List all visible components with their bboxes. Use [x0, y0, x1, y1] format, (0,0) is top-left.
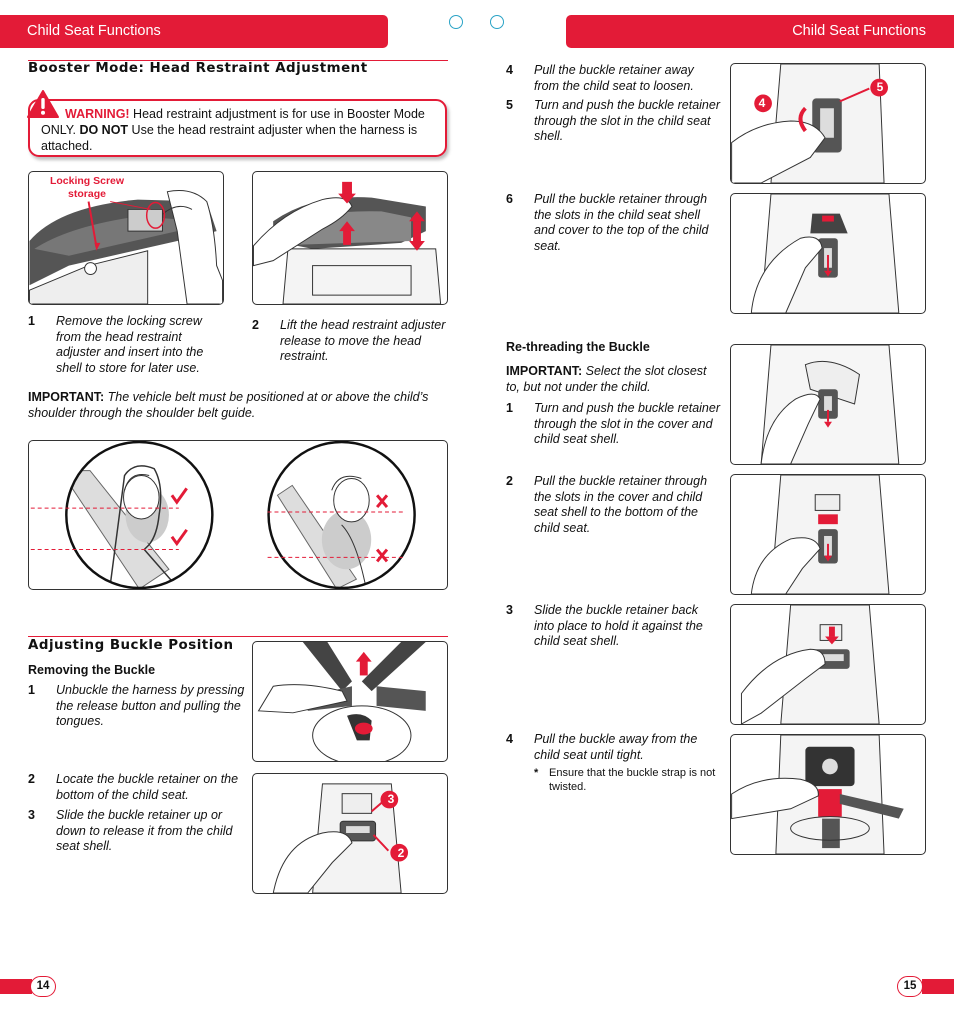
- important-belt-note: IMPORTANT: The vehicle belt must be posi…: [28, 390, 429, 420]
- warning-label: WARNING!: [65, 107, 130, 121]
- buckle-retainer-illustration: [272, 783, 409, 893]
- warning-emphasis: DO NOT: [79, 123, 129, 137]
- locking-screw-callout: Locking Screw storage: [49, 175, 125, 200]
- callout-4: 4: [758, 96, 766, 110]
- belt-position-illustration: [30, 441, 416, 589]
- header-banner-right: Child Seat Functions: [566, 15, 954, 48]
- section-rule: [28, 60, 448, 61]
- figure-pull-through-top: [730, 193, 926, 314]
- head-restraint-illustration: [253, 181, 442, 304]
- subheading-removing-buckle: Removing the Buckle: [28, 663, 156, 677]
- section-title-head-restraint: Booster Mode: Head Restraint Adjustment: [28, 61, 368, 76]
- registration-mark-right: [490, 15, 504, 29]
- warning-triangle-icon: [27, 90, 59, 118]
- page-number-left: 14: [30, 976, 56, 997]
- subheading-rethreading: Re-threading the Buckle: [506, 340, 650, 354]
- registration-mark-left: [449, 15, 463, 29]
- warning-text-2: Use the head restraint adjuster when the…: [41, 123, 418, 153]
- callout-5: 5: [876, 80, 884, 94]
- important-slot-note: IMPORTANT: Select the slot closest to, b…: [506, 364, 707, 394]
- figure-unbuckle: [252, 641, 448, 762]
- pull-through-top-illustration: [750, 194, 900, 313]
- pull-buckle-illustration: [731, 735, 904, 854]
- callout-2: 2: [397, 846, 405, 860]
- unbuckle-illustration: [257, 642, 426, 761]
- figure-rethread-slot: [730, 344, 926, 465]
- warning-text-1: Head restraint adjustment is for use in …: [41, 107, 425, 137]
- callout-3: 3: [387, 792, 395, 806]
- warning-box: WARNING! Head restraint adjustment is fo…: [28, 99, 447, 157]
- section-rule-buckle: [28, 636, 448, 637]
- rethread-slot-illustration: [760, 345, 900, 464]
- figure-rethread-bottom: [730, 474, 926, 595]
- turn-retainer-illustration: [731, 64, 888, 183]
- figure-head-restraint-lift: [252, 171, 448, 305]
- figure-buckle-retainer: [252, 773, 448, 894]
- figure-slide-retainer: [730, 604, 926, 725]
- page-number-bar-right: [922, 979, 954, 994]
- figure-pull-buckle: [730, 734, 926, 855]
- page-number-bar-left: [0, 979, 32, 994]
- note-buckle-strap: *Ensure that the buckle strap is not twi…: [534, 767, 716, 793]
- section-title-buckle: Adjusting Buckle Position: [28, 638, 234, 653]
- locking-screw-illustration: [29, 189, 223, 304]
- figure-belt-position: [28, 440, 448, 590]
- header-title-right: Child Seat Functions: [792, 23, 926, 39]
- rethread-bottom-illustration: [750, 475, 890, 594]
- header-banner-left: Child Seat Functions: [0, 15, 388, 48]
- page-number-right: 15: [897, 976, 923, 997]
- figure-locking-screw: [28, 171, 224, 305]
- figure-turn-retainer: [730, 63, 926, 184]
- header-title-left: Child Seat Functions: [27, 23, 161, 39]
- slide-retainer-illustration: [740, 605, 880, 724]
